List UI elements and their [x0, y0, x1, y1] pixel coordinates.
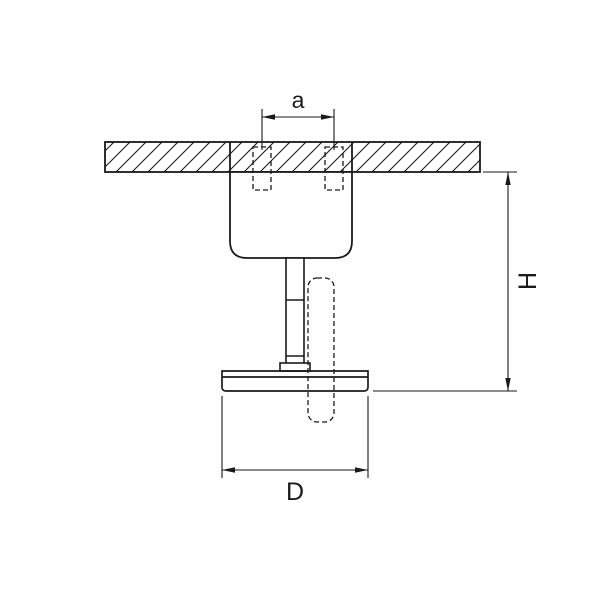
disc-outline	[221, 370, 369, 392]
mounting-screw-right-hidden	[324, 146, 344, 191]
dim-d-label: D	[286, 478, 304, 506]
dim-a-arrow-right	[321, 114, 334, 120]
dimension-d: D	[221, 396, 369, 506]
stem-collar	[279, 362, 311, 372]
mounting-screw-left-hidden	[252, 146, 272, 191]
mounting-canopy	[229, 171, 353, 259]
ceiling-hatched-panel	[104, 141, 481, 173]
dim-d-arrow-left	[222, 467, 235, 473]
base-disc	[221, 370, 369, 392]
ceiling-section	[104, 141, 481, 173]
dim-a-label: a	[292, 87, 305, 113]
dim-h-label: H	[514, 272, 542, 290]
dim-d-arrow-right	[355, 467, 368, 473]
stem	[279, 257, 311, 372]
dim-a-arrow-left	[262, 114, 275, 120]
dimension-a: a	[261, 87, 335, 150]
dim-h-arrow-bottom	[505, 378, 511, 391]
stem-body	[285, 257, 305, 372]
dimension-h: H	[373, 171, 542, 392]
swivel-head-hidden-position	[307, 277, 335, 423]
dim-h-arrow-top	[505, 172, 511, 185]
